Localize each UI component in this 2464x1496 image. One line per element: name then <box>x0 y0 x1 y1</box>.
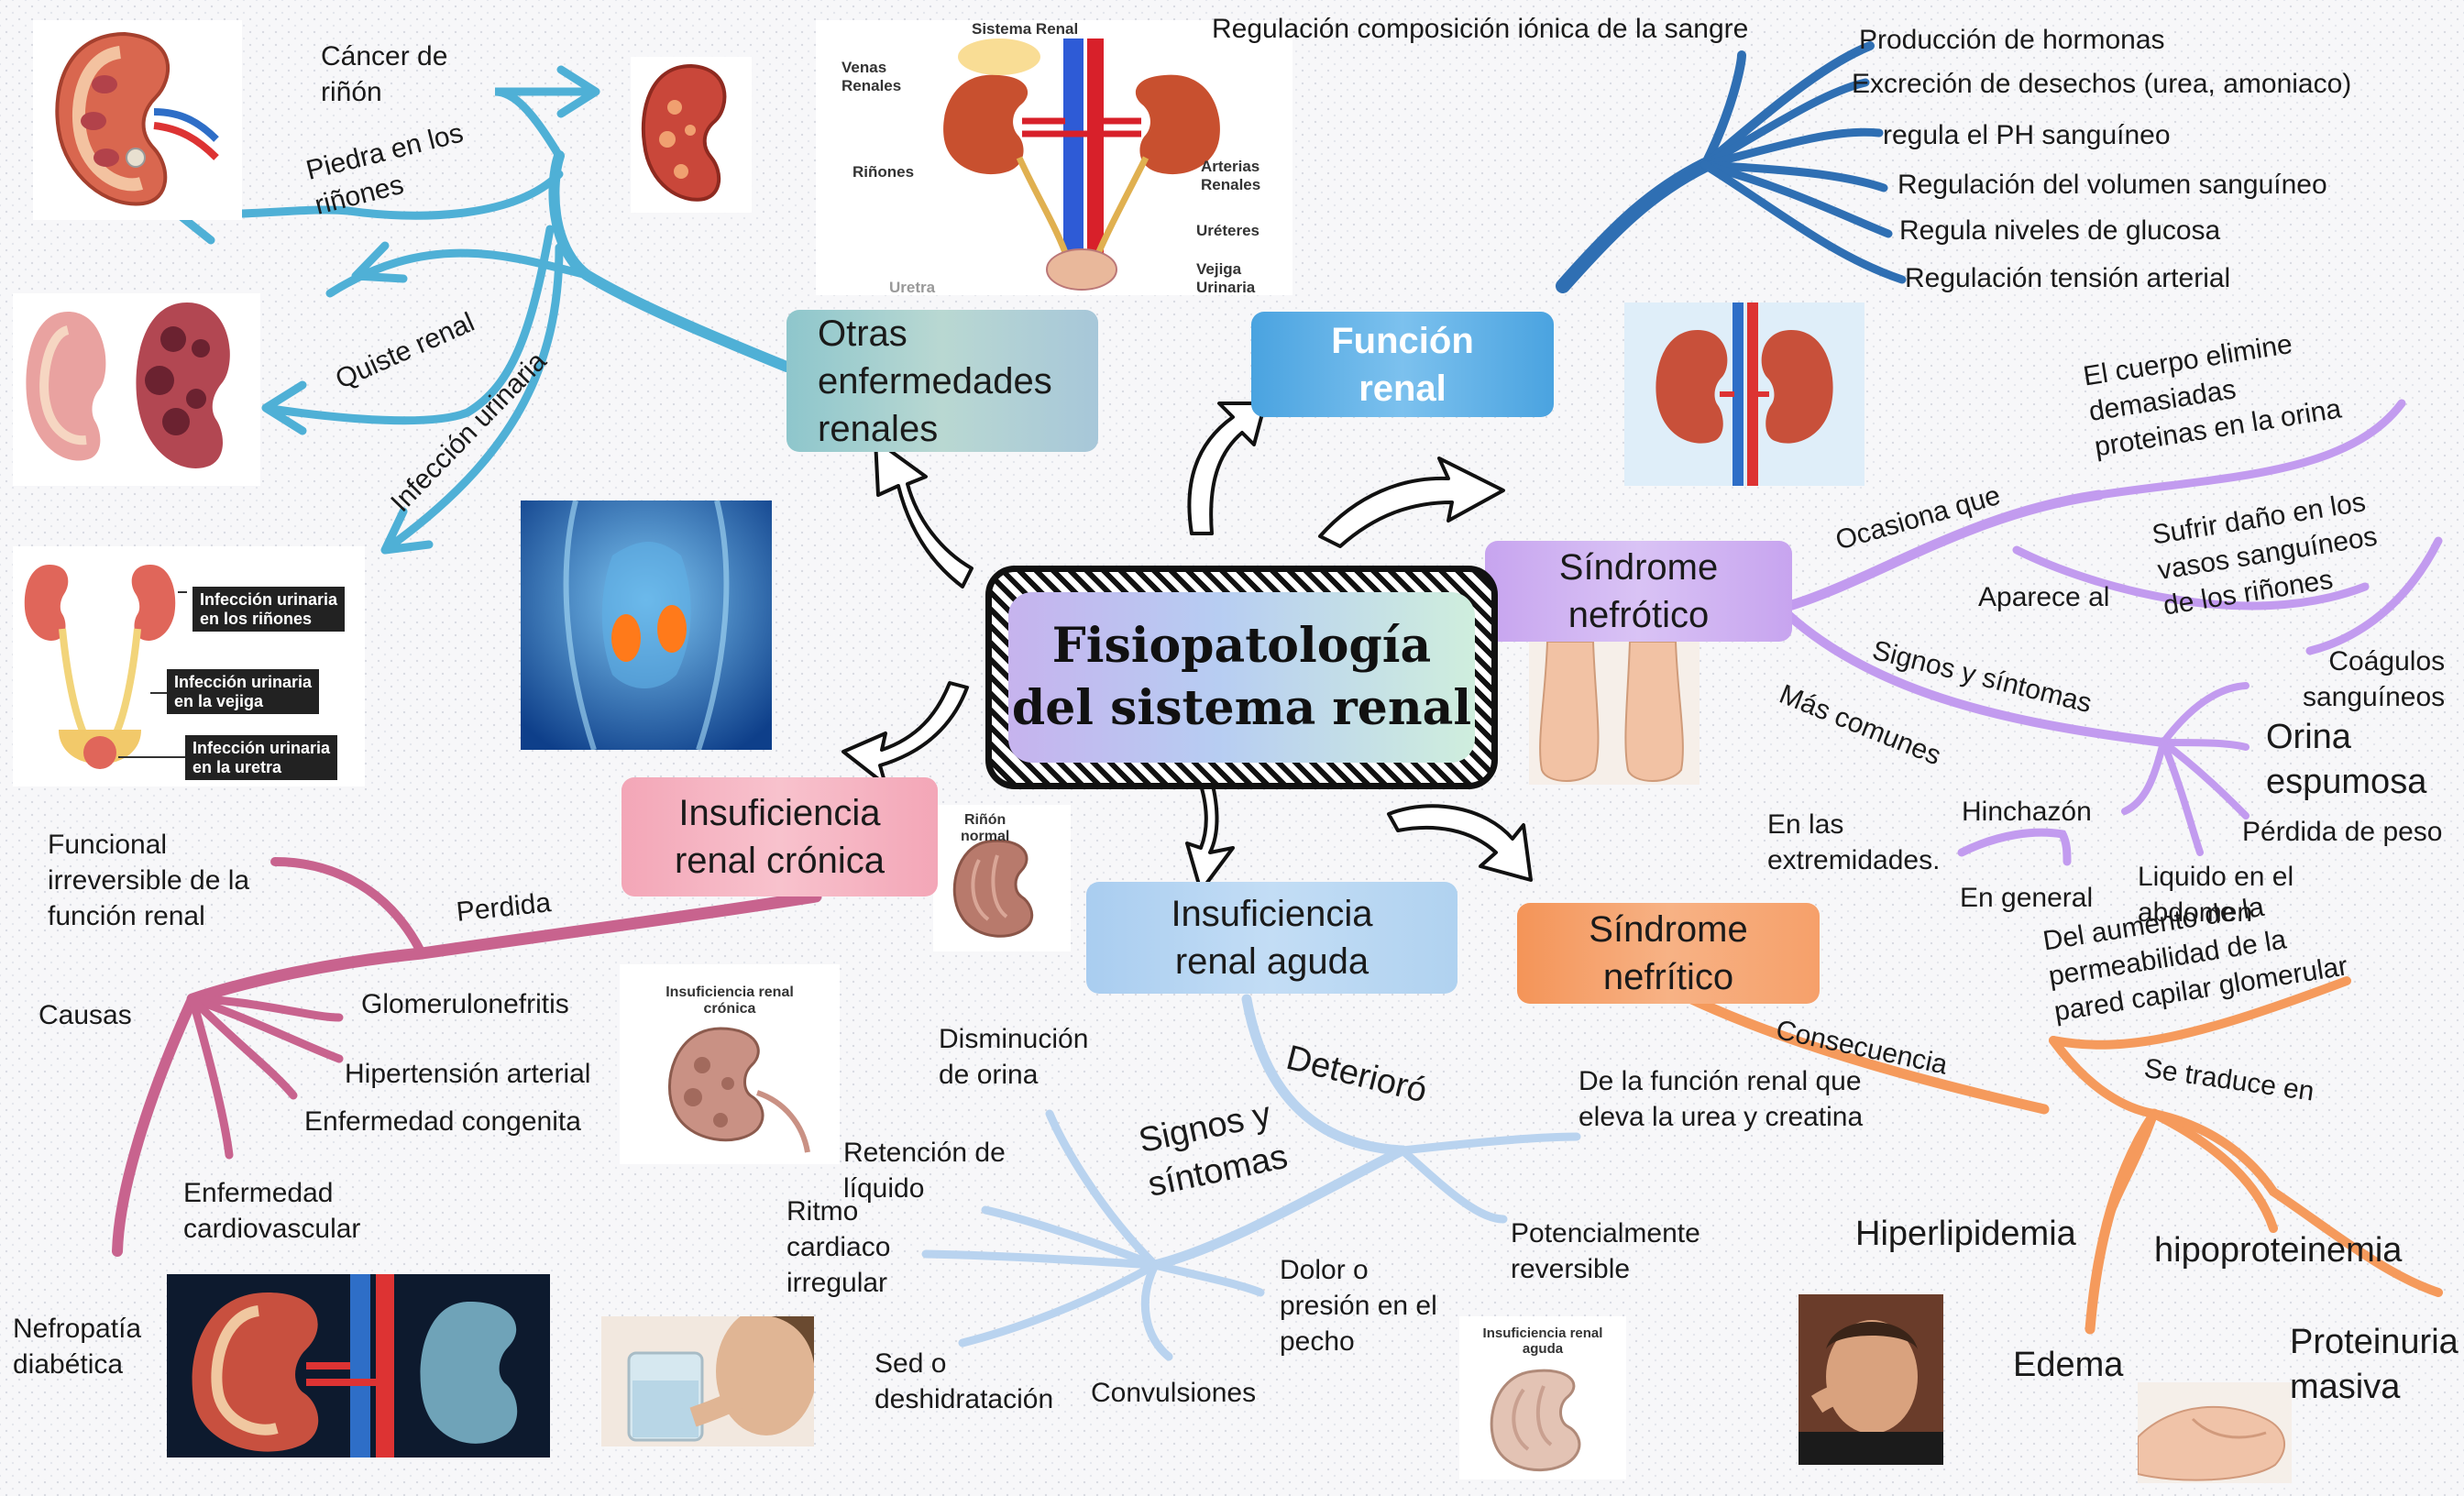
cronica-nefropatia: Nefropatía diabética <box>13 1311 141 1382</box>
funcion-item: Regulación composición iónica de la sang… <box>1212 11 1748 47</box>
funcion-item: Excreción de desechos (urea, amoniaco) <box>1852 66 2351 102</box>
aguda-reversible: Potencialmente reversible <box>1511 1216 1700 1287</box>
swollen-feet-image <box>1529 642 1700 785</box>
aguda-sed: Sed o deshidratación <box>874 1346 1053 1417</box>
aguda-ritmo: Ritmo cardiaco irregular <box>786 1194 890 1301</box>
nefritico-proteinuria: Proteinuria masiva <box>2290 1320 2458 1411</box>
irc-caption: Insuficiencia renal crónica <box>629 984 830 1018</box>
cronica-cardio: Enfermedad cardiovascular <box>183 1175 360 1247</box>
sistema-renal-diagram: Sistema Renal Venas Renales Riñones Arte… <box>816 20 1292 295</box>
nefrotico-hinchazon: Hinchazón <box>1962 794 2092 830</box>
cronica-glomerulo: Glomerulonefritis <box>361 986 569 1022</box>
aguda-funcion-urea: De la función renal que eleva la urea y … <box>1578 1063 1863 1135</box>
drinking-water-image <box>601 1316 814 1446</box>
funcion-item: Regulación tensión arterial <box>1905 260 2230 296</box>
node-sindrome-nefritico: Síndrome nefrítico <box>1517 903 1820 1004</box>
inf-rinones-caption: Infección urinaria en los riñones <box>192 587 345 632</box>
otras-cancer: Cáncer de riñón <box>321 38 447 110</box>
node-funcion-renal: Función renal <box>1251 312 1554 417</box>
node-insuficiencia-cronica: Insuficiencia renal crónica <box>622 777 938 896</box>
vejiga-caption: Vejiga Urinaria <box>1196 260 1255 295</box>
rinon-normal-caption: Riñón normal <box>961 812 1009 846</box>
cronica-funcional: Funcional irreversible de la función ren… <box>48 827 249 934</box>
ira-caption: Insuficiencia renal aguda <box>1463 1326 1622 1358</box>
cronica-hipertension: Hipertensión arterial <box>345 1056 590 1092</box>
headache-man-image <box>1798 1294 1943 1465</box>
chronic-kidney-image: Insuficiencia renal crónica <box>620 964 840 1164</box>
funcion-item: Producción de hormonas <box>1859 22 2165 58</box>
inf-uretra-caption: Infección urinaria en la uretra <box>185 735 337 780</box>
funcion-item: Regulación del volumen sanguíneo <box>1898 167 2327 203</box>
node-otras-enfermedades: Otras enfermedades renales <box>786 310 1098 452</box>
acute-kidney-image: Insuficiencia renal aguda <box>1459 1316 1626 1480</box>
polycystic-kidney-image <box>13 293 260 486</box>
normal-kidney-image: Riñón normal <box>933 805 1071 952</box>
arterias-caption: Arterias Renales <box>1201 158 1260 193</box>
sistema-renal-caption: Sistema Renal <box>972 20 1078 38</box>
cronica-congenita: Enfermedad congenita <box>304 1104 581 1139</box>
nefritico-branches <box>1622 962 2438 1329</box>
aguda-dolor: Dolor o presión en el pecho <box>1280 1252 1437 1359</box>
body-xray-image <box>521 500 772 750</box>
ureteres-caption: Uréteres <box>1196 222 1260 240</box>
kidney-cancer-image <box>631 57 752 213</box>
nefritico-edema: Edema <box>2013 1343 2123 1388</box>
uretra-caption: Uretra <box>889 279 935 295</box>
funcion-item: Regula niveles de glucosa <box>1899 213 2220 248</box>
nefritico-hipoproteinemia: hipoproteinemia <box>2154 1228 2402 1273</box>
nephropathy-kidney-image <box>167 1274 550 1458</box>
nefrotico-orina: Orina espumosa <box>2266 715 2426 806</box>
kidney-cross-section-image <box>33 20 242 220</box>
inf-vejiga-caption: Infección urinaria en la vejiga <box>167 669 319 714</box>
node-insuficiencia-aguda: Insuficiencia renal aguda <box>1086 882 1458 994</box>
aguda-disminucion: Disminución de orina <box>939 1021 1088 1093</box>
nefrotico-coagulos: Coágulos sanguíneos <box>2303 644 2445 715</box>
cronica-causas: Causas <box>38 997 132 1033</box>
edema-hand-image <box>2138 1382 2292 1483</box>
nefritico-hiperlipidemia: Hiperlipidemia <box>1855 1212 2076 1257</box>
node-sindrome-nefrotico: Síndrome nefrótico <box>1485 541 1792 642</box>
nefrotico-aparece: Aparece al <box>1978 579 2109 615</box>
funcion-item: regula el PH sanguíneo <box>1883 117 2171 153</box>
center-title: Fisiopatología del sistema renal <box>1008 592 1475 763</box>
nefrotico-extremidades: En las extremidades. <box>1767 807 1940 878</box>
infeccion-urinaria-diagram: Infección urinaria en los riñones Infecc… <box>13 546 365 786</box>
rinones-caption: Riñones <box>852 163 914 182</box>
aguda-convulsiones: Convulsiones <box>1091 1375 1256 1411</box>
nefrotico-perdida: Pérdida de peso <box>2242 814 2443 850</box>
venas-caption: Venas Renales <box>842 59 901 94</box>
nefrotico-general: En general <box>1960 880 2093 916</box>
kidney-vessels-image <box>1624 302 1864 486</box>
center-title-box: Fisiopatología del sistema renal <box>985 566 1498 789</box>
